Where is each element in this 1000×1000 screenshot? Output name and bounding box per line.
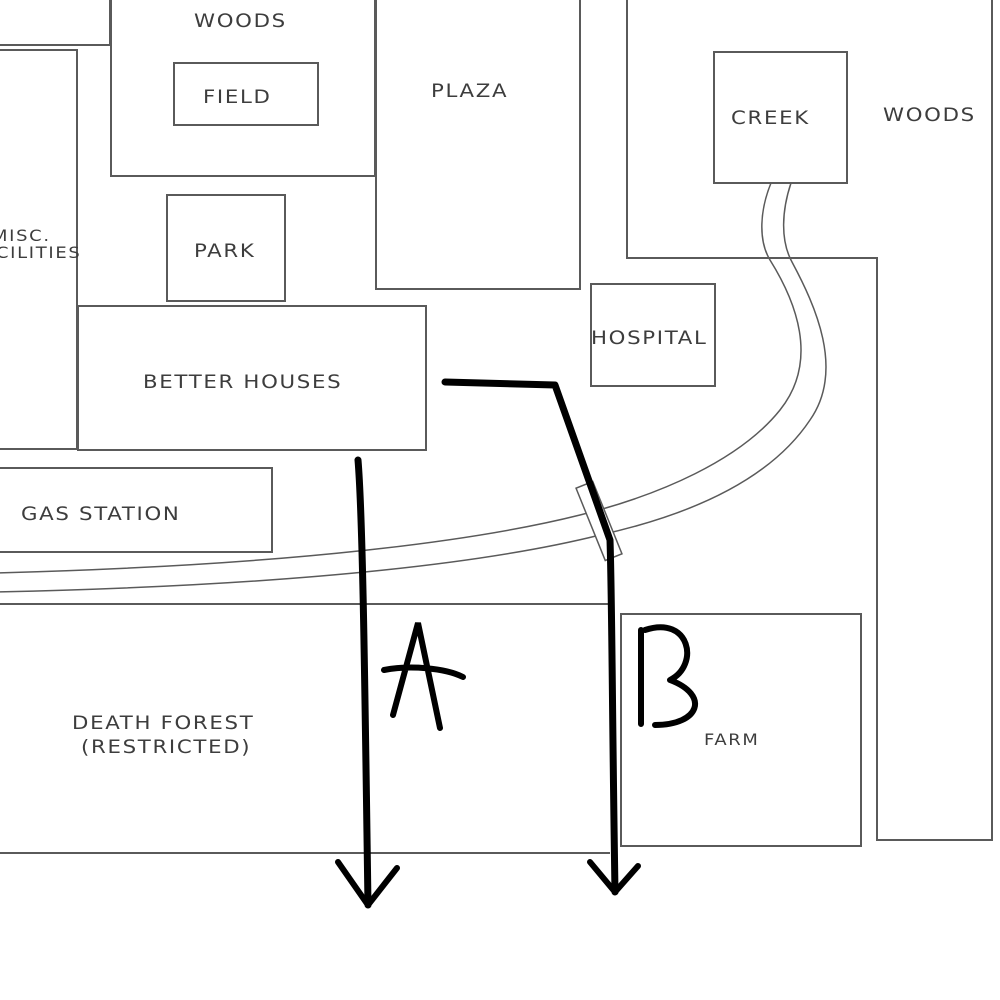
zone-farm[interactable] bbox=[620, 613, 862, 847]
label-farm: Farm bbox=[704, 730, 760, 749]
label-woods-right: Woods bbox=[883, 104, 976, 126]
route-b-letter-glyph bbox=[638, 624, 698, 728]
label-death-forest-1: Death Forest bbox=[72, 712, 255, 734]
label-misc-facilities-2: Facilities bbox=[0, 243, 82, 262]
label-gas-station: Gas Station bbox=[21, 503, 181, 525]
creek-stream-left-bank bbox=[0, 182, 802, 574]
zone-hospital[interactable] bbox=[590, 283, 716, 387]
label-field: Field bbox=[203, 86, 272, 108]
zone-creek[interactable] bbox=[713, 51, 848, 184]
zone-woods-right-outline bbox=[626, 0, 993, 841]
label-woods-top: Woods bbox=[194, 10, 287, 32]
zone-plaza[interactable] bbox=[375, 0, 581, 290]
label-misc-facilities-1: Misc. bbox=[0, 226, 51, 245]
zone-field[interactable] bbox=[173, 62, 319, 126]
label-creek: Creek bbox=[731, 107, 810, 129]
label-better-houses: Better Houses bbox=[143, 371, 343, 393]
route-a-letter-glyph bbox=[381, 622, 466, 731]
label-hospital: Hospital bbox=[591, 327, 708, 349]
label-plaza: Plaza bbox=[431, 80, 509, 102]
route-a-line bbox=[354, 456, 372, 909]
zone-park[interactable] bbox=[166, 194, 286, 302]
bridge bbox=[575, 480, 623, 562]
route-b-arrowhead bbox=[587, 859, 641, 895]
creek-stream-right-bank bbox=[0, 182, 827, 593]
label-park: Park bbox=[194, 240, 256, 262]
route-a-arrowhead bbox=[335, 859, 400, 908]
route-b-line bbox=[441, 378, 619, 896]
zone-gas-station[interactable] bbox=[0, 467, 273, 553]
zone-death-forest-outline bbox=[0, 603, 610, 854]
zone-better-houses[interactable] bbox=[77, 305, 427, 451]
zone-misc-facilities[interactable] bbox=[0, 49, 78, 450]
label-death-forest-2: (Restricted) bbox=[81, 736, 252, 758]
